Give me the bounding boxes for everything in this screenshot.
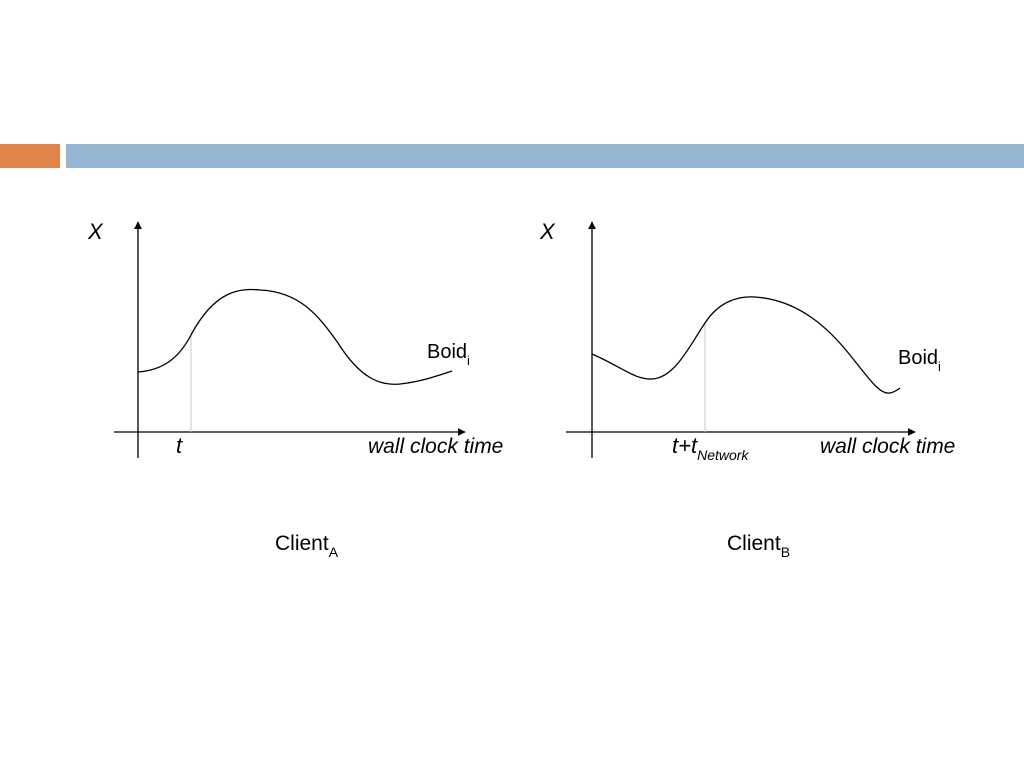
curve-label-b-sub: i — [938, 359, 941, 374]
x-axis-label-b: wall clock time — [820, 435, 955, 458]
caption-client-b-sub: B — [781, 544, 790, 560]
caption-client-b: ClientB — [727, 532, 790, 560]
caption-client-a-main: Client — [275, 532, 329, 555]
curve-label-b-main: Boid — [898, 347, 938, 369]
curve-label-a-sub: i — [467, 353, 470, 368]
curve-label-a-main: Boid — [427, 341, 467, 363]
time-marker-label-b-sub: Network — [697, 447, 749, 463]
boid-curve-a — [137, 288, 453, 385]
x-axis-label-a: wall clock time — [368, 435, 503, 458]
boid-curve-b — [591, 296, 901, 394]
time-marker-label-b: t+tNetwork — [672, 433, 749, 463]
y-axis-label-b: X — [539, 219, 556, 244]
time-marker-label-a: t — [176, 433, 183, 458]
time-marker-label-b-main: t+t — [672, 433, 698, 458]
accent-bar-blue — [66, 144, 1024, 168]
panel-client-b: X Boidi t+tNetwork wall clock time Clien… — [539, 219, 955, 560]
caption-client-a: ClientA — [275, 532, 339, 560]
curve-label-a: Boidi — [427, 341, 470, 368]
caption-client-b-main: Client — [727, 532, 781, 555]
y-axis-label-a: X — [87, 219, 104, 244]
panel-client-a: X Boidi t wall clock time ClientA — [87, 219, 503, 560]
accent-bar-orange — [0, 144, 60, 168]
caption-client-a-sub: A — [329, 544, 339, 560]
curve-label-b: Boidi — [898, 347, 941, 374]
